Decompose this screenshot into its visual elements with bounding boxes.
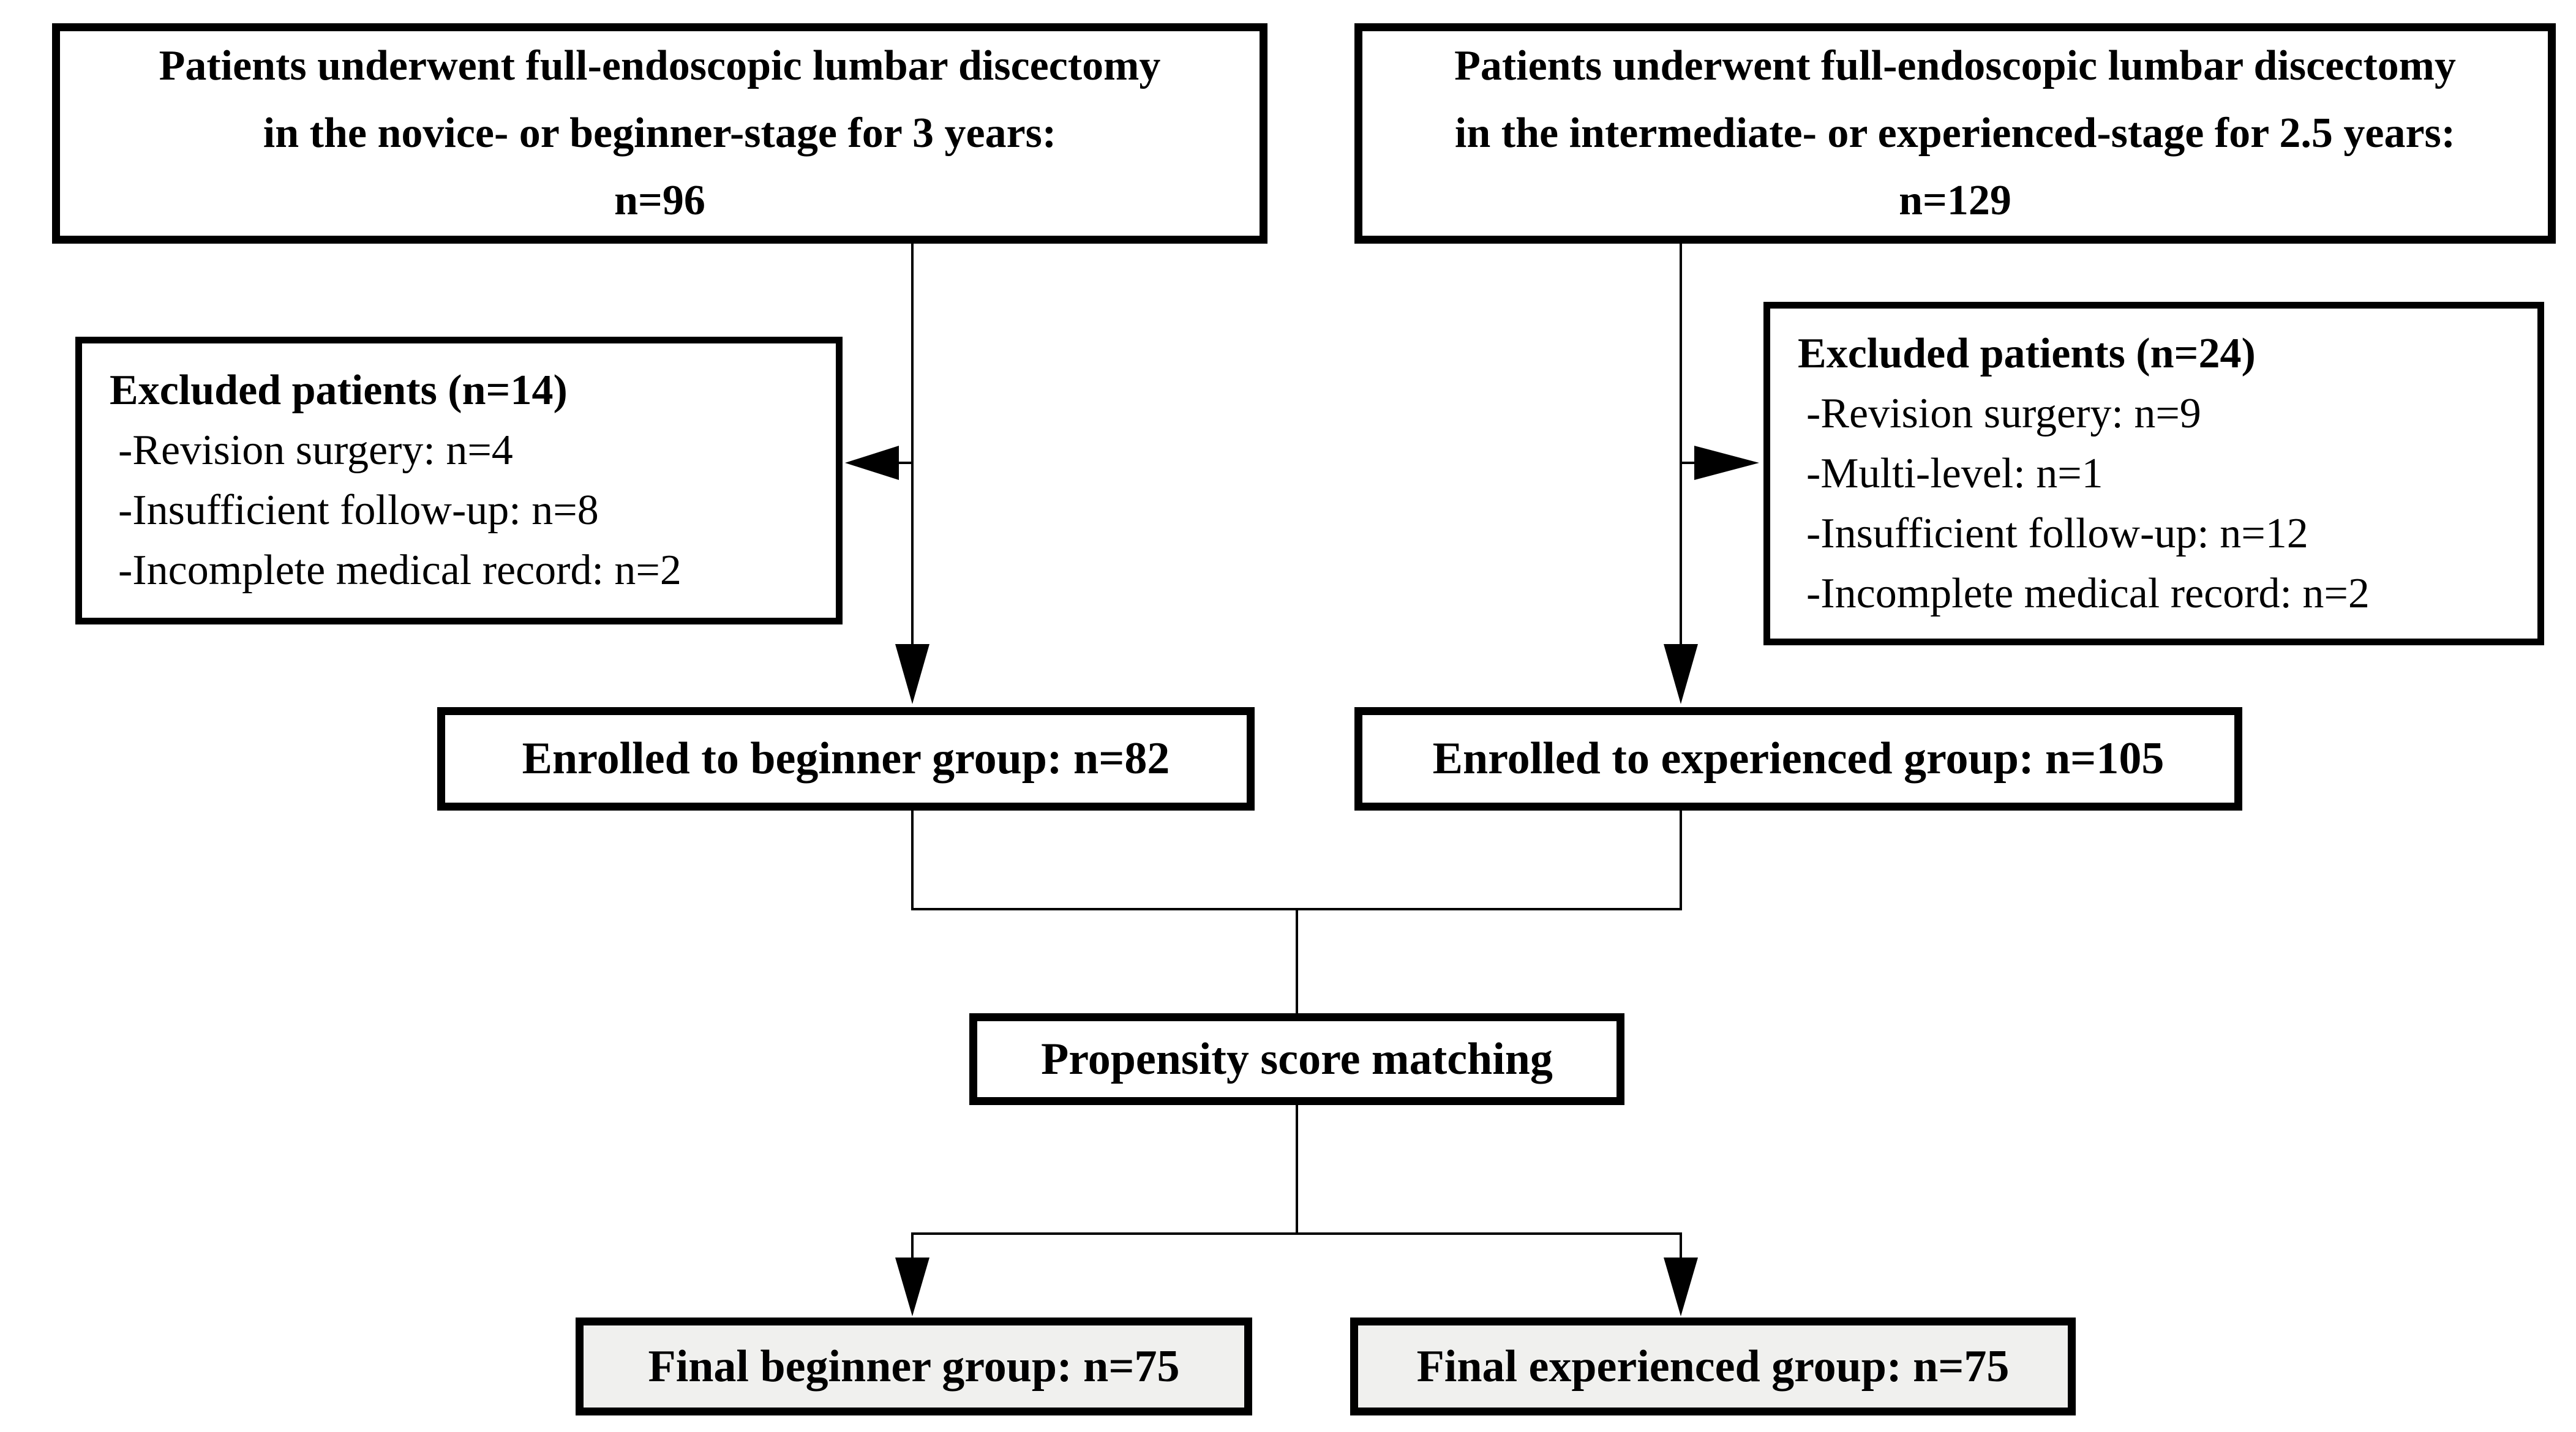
excluded-reason: -Insufficient follow-up: n=12 xyxy=(1806,509,2308,557)
excluded-reason: -Insufficient follow-up: n=8 xyxy=(118,487,599,534)
excluded-experienced-title: Excluded patients (n=24) xyxy=(1798,329,2256,377)
enrolled-experienced-label: Enrolled to experienced group: n=105 xyxy=(1432,733,2165,784)
source-experienced-count: n=129 xyxy=(1899,177,2011,224)
box-excluded-experienced: Excluded patients (n=24) -Revision surge… xyxy=(1763,302,2544,645)
box-source-experienced: Patients underwent full-endoscopic lumba… xyxy=(1354,23,2556,244)
connector-branch-excluded-experienced xyxy=(1681,446,1759,480)
connector-enrolled-to-propensity xyxy=(911,811,1682,1013)
arrowhead-right-icon xyxy=(1694,446,1759,480)
source-beginner-line: Patients underwent full-endoscopic lumba… xyxy=(159,42,1161,89)
excluded-reason: -Multi-level: n=1 xyxy=(1806,449,2103,497)
box-propensity-score-matching: Propensity score matching xyxy=(969,1013,1624,1105)
arrowhead-down-icon xyxy=(895,1258,929,1316)
connector-source-to-enrolled-beginner xyxy=(895,244,929,704)
excluded-reason: -Revision surgery: n=9 xyxy=(1806,389,2201,437)
box-source-beginner: Patients underwent full-endoscopic lumba… xyxy=(52,23,1267,244)
box-final-experienced: Final experienced group: n=75 xyxy=(1350,1318,2076,1415)
connector-propensity-to-final xyxy=(895,1105,1698,1316)
source-experienced-line: Patients underwent full-endoscopic lumba… xyxy=(1454,42,2456,89)
excluded-reason: -Incomplete medical record: n=2 xyxy=(1806,569,2370,617)
arrowhead-down-icon xyxy=(1664,1258,1698,1316)
connector-source-to-enrolled-experienced xyxy=(1664,244,1698,704)
source-beginner-line: in the novice- or beginner-stage for 3 y… xyxy=(263,110,1057,157)
arrowhead-down-icon xyxy=(895,644,929,704)
box-enrolled-experienced: Enrolled to experienced group: n=105 xyxy=(1354,707,2242,811)
box-excluded-beginner: Excluded patients (n=14) -Revision surge… xyxy=(75,337,843,624)
box-final-beginner: Final beginner group: n=75 xyxy=(576,1318,1252,1415)
source-experienced-line: in the intermediate- or experienced-stag… xyxy=(1454,110,2456,157)
connector-branch-excluded-beginner xyxy=(845,446,912,480)
excluded-beginner-title: Excluded patients (n=14) xyxy=(110,367,568,414)
excluded-reason: -Incomplete medical record: n=2 xyxy=(118,547,682,594)
excluded-reason: -Revision surgery: n=4 xyxy=(118,427,513,474)
final-experienced-label: Final experienced group: n=75 xyxy=(1416,1341,2010,1392)
final-beginner-label: Final beginner group: n=75 xyxy=(648,1341,1180,1392)
propensity-label: Propensity score matching xyxy=(1041,1033,1553,1084)
arrowhead-left-icon xyxy=(845,446,899,480)
arrowhead-down-icon xyxy=(1664,644,1698,704)
enrolled-beginner-label: Enrolled to beginner group: n=82 xyxy=(522,733,1170,784)
box-enrolled-beginner: Enrolled to beginner group: n=82 xyxy=(437,707,1255,811)
source-beginner-count: n=96 xyxy=(614,177,705,224)
